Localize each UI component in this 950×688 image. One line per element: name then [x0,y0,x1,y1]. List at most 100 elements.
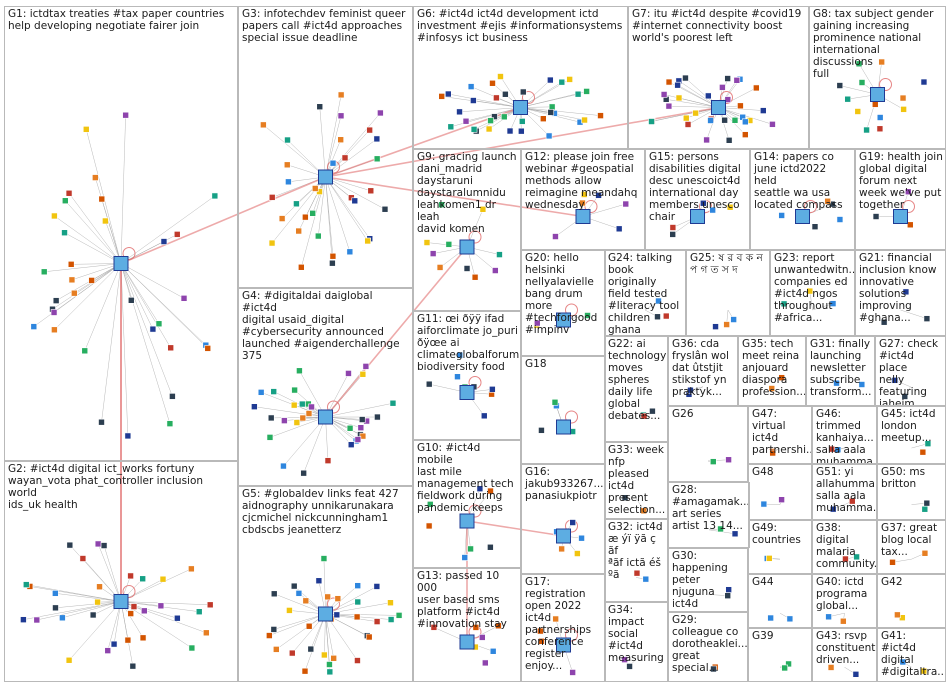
node-mark [296,367,303,375]
edge-line [54,263,122,330]
hub-node [870,87,885,102]
inter-group-edge [324,246,468,418]
node-mark [919,448,927,456]
node-mark [353,613,361,621]
node-mark [454,373,461,381]
edge-line [666,99,719,108]
node-mark [290,582,298,590]
node-mark [858,381,866,388]
node-mark [889,559,896,566]
self-loop [804,200,817,213]
node-mark [329,259,336,267]
node-mark [305,410,313,417]
node-mark [447,123,455,131]
group-box-g42: G42 [877,574,946,628]
node-mark [160,238,168,245]
hub-node [795,209,810,224]
group-box-g36: G36: cda fryslân wol dat ûtstjit stiksto… [668,336,738,406]
node-mark [278,215,286,222]
node-mark [167,344,174,352]
node-mark [537,627,544,635]
node-mark [373,583,381,590]
inter-group-edge [325,176,584,218]
node-mark [298,400,306,408]
node-mark [52,604,59,612]
node-mark [519,88,527,96]
node-mark [675,94,683,102]
hub-node [556,312,571,328]
node-mark [733,77,741,84]
node-mark [286,607,293,614]
node-mark [425,380,433,388]
node-mark [367,187,375,195]
node-mark [717,525,724,533]
node-mark [906,221,914,229]
group-label: G44 [752,576,774,588]
node-mark [723,321,730,328]
node-mark [467,545,474,553]
edge-line [120,601,211,606]
node-mark [640,412,648,420]
node-mark [924,440,932,447]
node-mark [354,436,362,443]
node-mark [899,658,907,666]
edge-line [84,263,122,351]
edge-line [269,613,326,636]
node-mark [769,449,776,457]
node-mark [110,640,118,648]
group-box-g16: G16: jakub933267... panasiukpiotr [521,464,606,574]
edge-line [263,124,326,178]
hub-node [459,239,475,255]
group-label: G28: #amagamak... art series artist 13 1… [672,484,750,532]
node-mark [854,108,862,115]
node-mark [316,103,324,111]
self-loop [565,628,578,642]
node-mark [492,267,499,274]
node-mark [545,132,553,140]
node-mark [921,549,929,557]
node-mark [381,205,389,213]
edge-line [62,601,122,619]
edge-line [900,309,927,319]
node-mark [347,441,355,448]
node-mark [674,81,681,89]
node-mark [703,136,710,144]
node-mark [709,458,717,465]
group-box-g37: G37: great blog local tax... [877,520,946,574]
node-mark [127,572,134,580]
node-mark [40,268,48,276]
edge-line [55,601,122,609]
node-mark [337,136,344,144]
node-mark [700,199,707,207]
node-mark [880,318,888,326]
self-loop [720,91,733,104]
group-label: G34: impact social #ict4d measuring [608,604,664,664]
node-mark [341,154,349,162]
node-mark [597,112,604,119]
node-mark [852,671,860,678]
node-mark [270,388,278,395]
node-mark [495,622,502,630]
node-mark [583,88,590,95]
node-mark [52,590,59,597]
node-mark [900,106,907,113]
group-label: G36: cda fryslân wol dat ûtstjit stiksto… [672,338,729,398]
node-mark [155,320,163,328]
node-mark [364,237,371,245]
node-mark [426,501,434,508]
edge-line [254,406,326,418]
group-label: G10: #ict4d mobile last mile management … [417,442,514,514]
node-mark [719,84,726,91]
node-mark [333,611,341,619]
group-box-g32: G32: ict4d æ ýï ÿã ç ãf ªãf ictã éš ºã [604,519,668,602]
node-mark [52,297,60,304]
node-mark [463,265,471,272]
node-mark [654,313,661,321]
edge-line [325,94,342,178]
node-mark [578,534,585,542]
edge-line [55,593,122,602]
node-mark [92,174,99,181]
group-label: G51: yi allahumma salla aala muhamma... [816,466,877,514]
node-mark [569,669,576,676]
